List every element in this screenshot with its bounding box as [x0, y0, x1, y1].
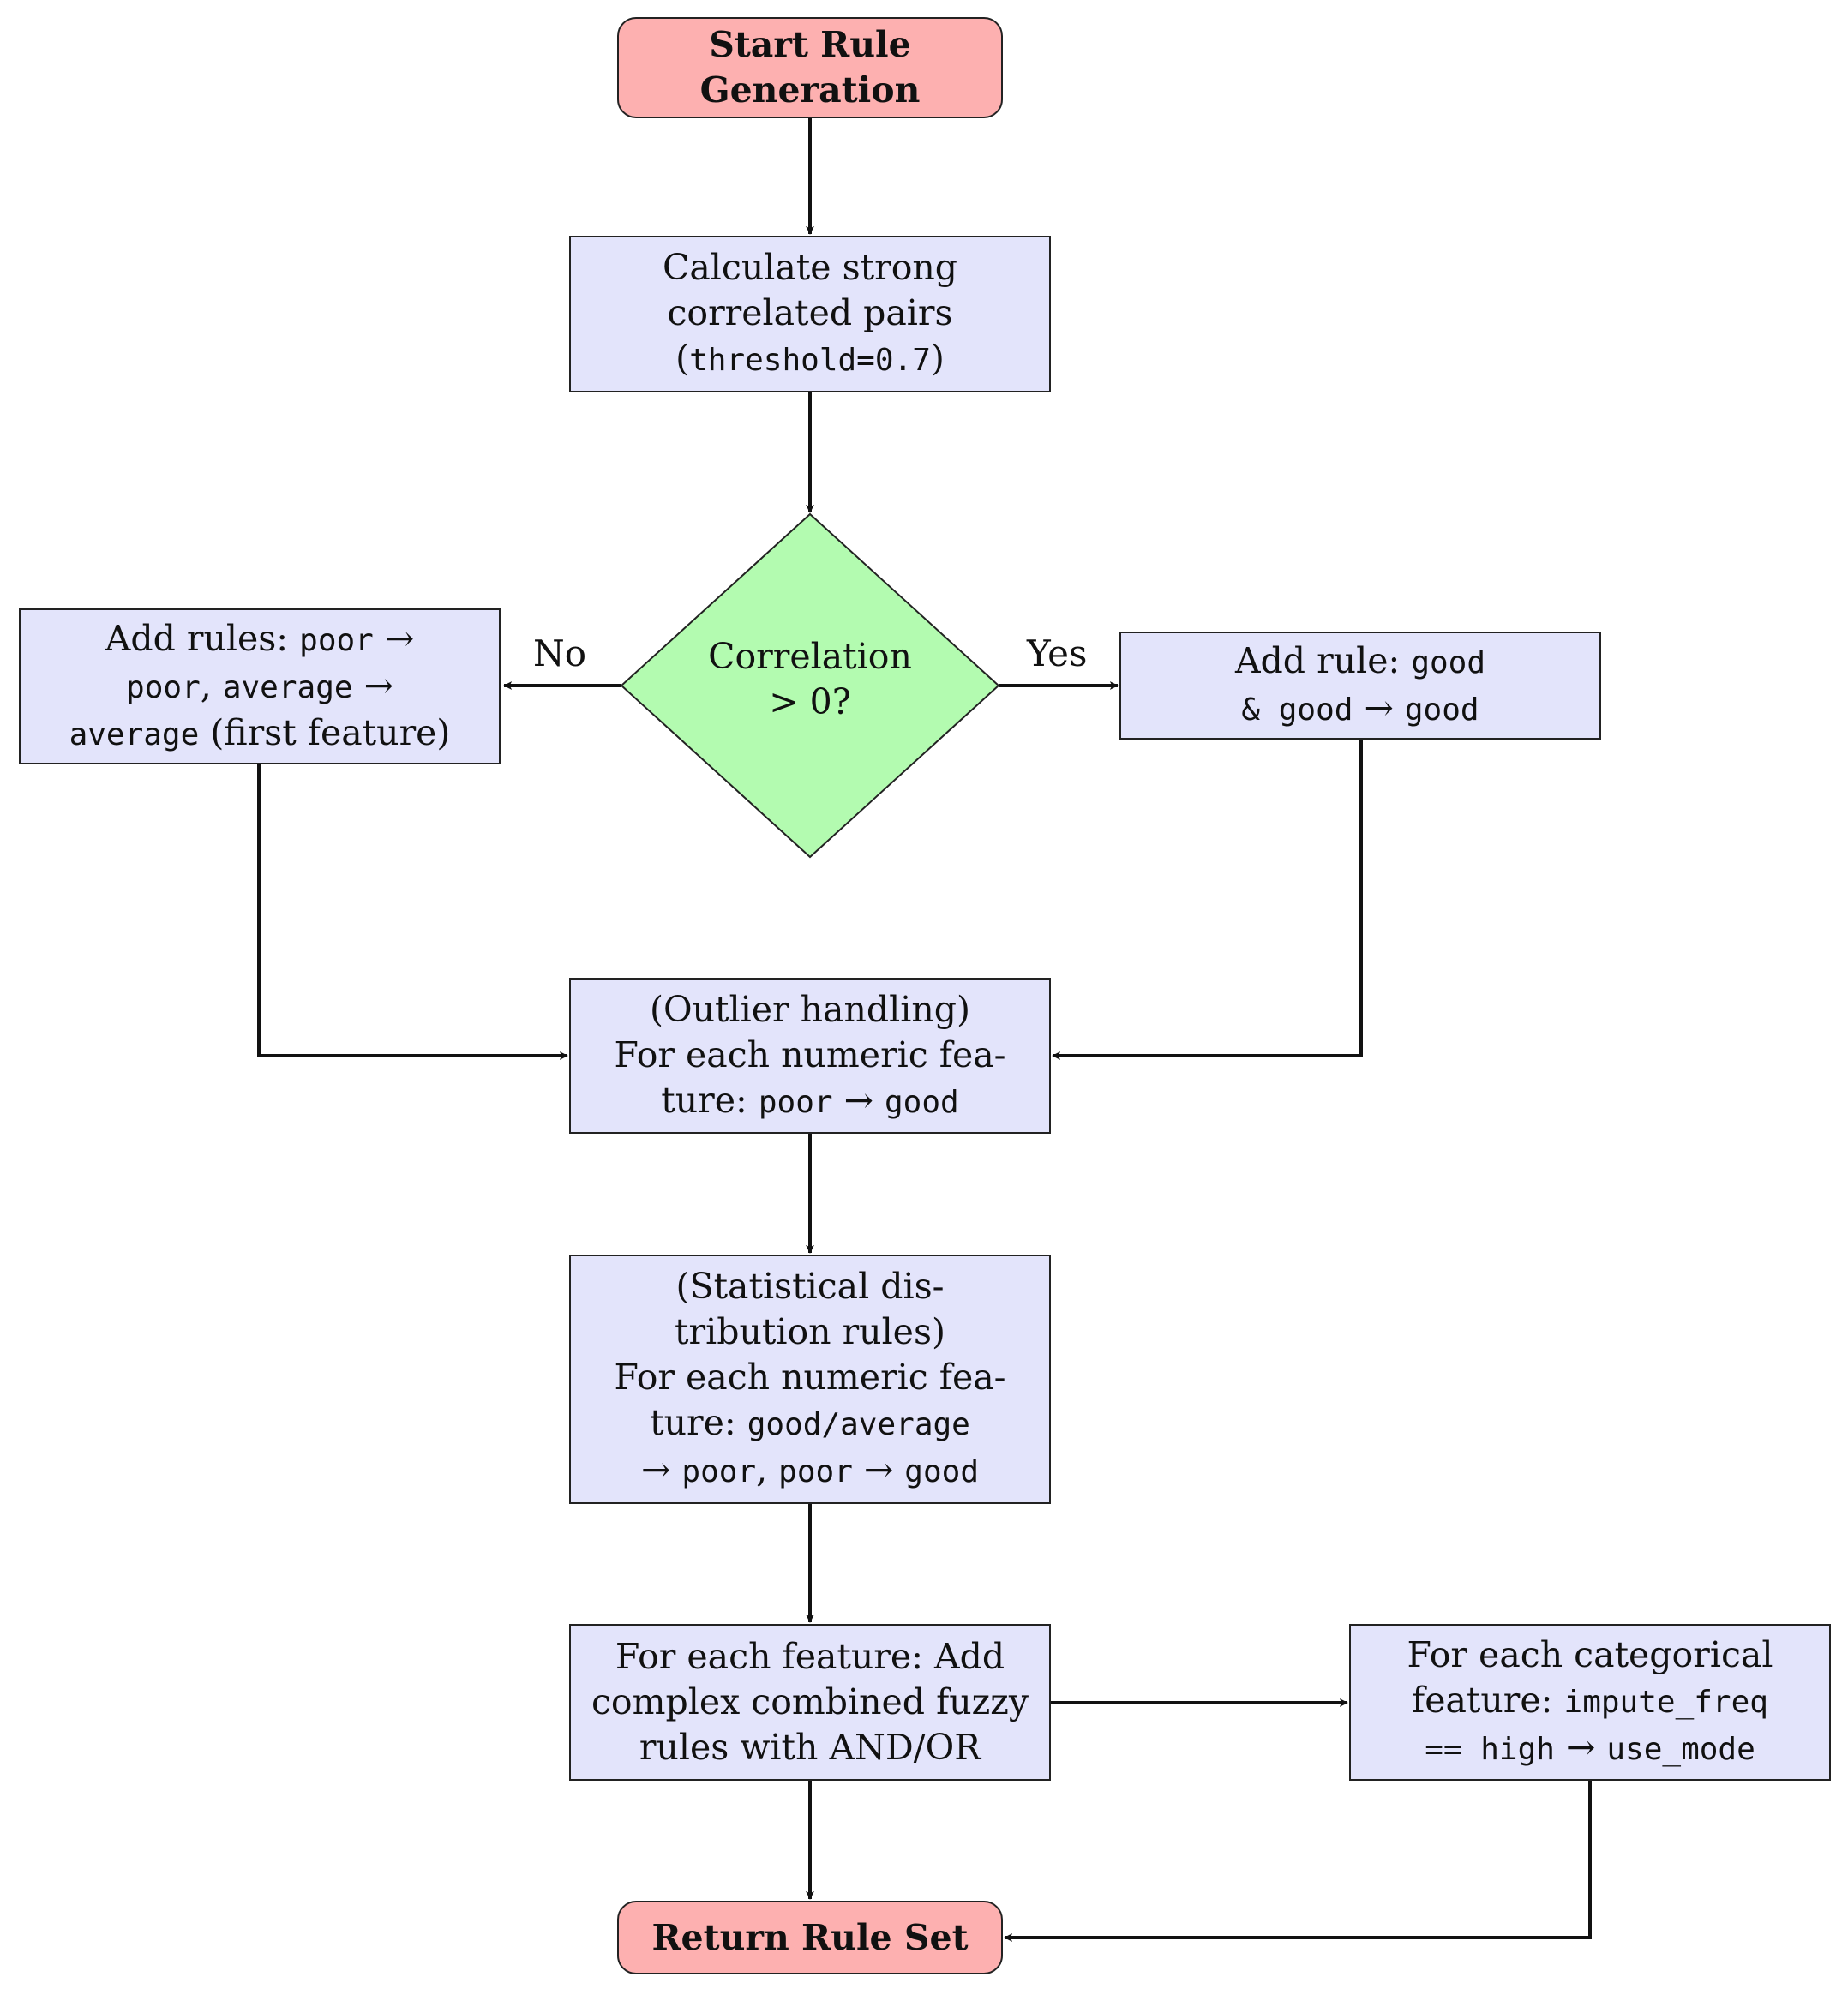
paren-open: (: [675, 338, 690, 379]
outlier-line-3: ture: poor → good: [661, 1079, 959, 1121]
statistical-distribution-node: (Statistical dis- tribution rules) For e…: [569, 1255, 1051, 1504]
fuzzy-line-1: For each feature: Add: [615, 1636, 1005, 1677]
edge-categorical-to-end: [1004, 1781, 1592, 1942]
yes-edge-label: Yes: [1027, 632, 1088, 674]
threshold-code: threshold=0.7: [689, 343, 931, 378]
start-node: Start Rule Generation: [617, 17, 1003, 118]
yes-box-line-1: Add rule: good: [1234, 640, 1486, 681]
no-box-line-2: poor, average →: [126, 664, 393, 706]
stat-line-5: → poor, poor → good: [641, 1449, 979, 1490]
outlier-line-1: (Outlier handling): [650, 988, 970, 1030]
fuzzy-line-3: rules with AND/OR: [639, 1727, 981, 1768]
end-node-label: Return Rule Set: [651, 1916, 969, 1958]
decision-line-2: > 0?: [769, 681, 851, 722]
categorical-line-3: == high → use_mode: [1425, 1727, 1755, 1768]
no-box-line-1: Add rules: poor →: [105, 617, 415, 659]
decision-label: Correlation > 0?: [630, 634, 990, 725]
decision-line-1: Correlation: [708, 636, 912, 677]
no-edge-label: No: [533, 632, 587, 674]
yes-box-line-2: & good → good: [1241, 687, 1479, 728]
no-box-line-3: average (first feature): [69, 711, 451, 753]
stat-line-2: tribution rules): [675, 1311, 945, 1352]
stat-line-4: ture: good/average: [650, 1402, 970, 1443]
outlier-handling-node: (Outlier handling) For each numeric fea-…: [569, 978, 1051, 1134]
calculate-line-2: correlated pairs: [667, 292, 953, 333]
fuzzy-rules-node: For each feature: Add complex combined f…: [569, 1624, 1051, 1781]
calculate-line-1: Calculate strong: [662, 247, 958, 288]
edge-no-box-to-outlier: [257, 763, 568, 1060]
calculate-correlation-node: Calculate strong correlated pairs (thres…: [569, 236, 1051, 392]
stat-line-1: (Statistical dis-: [675, 1266, 945, 1307]
categorical-line-1: For each categorical: [1407, 1634, 1773, 1675]
outlier-line-2: For each numeric fea-: [614, 1033, 1006, 1075]
add-rules-no-node: Add rules: poor → poor, average → averag…: [19, 608, 501, 764]
stat-line-3: For each numeric fea-: [614, 1357, 1006, 1398]
categorical-feature-node: For each categorical feature: impute_fre…: [1349, 1624, 1831, 1781]
start-node-line-2: Generation: [699, 69, 921, 111]
edge-yes-box-to-outlier: [1052, 740, 1363, 1060]
fuzzy-line-2: complex combined fuzzy: [591, 1681, 1029, 1722]
categorical-line-2: feature: impute_freq: [1412, 1680, 1768, 1721]
calculate-line-3: (threshold=0.7): [675, 336, 945, 383]
add-rule-yes-node: Add rule: good & good → good: [1119, 632, 1601, 740]
start-node-line-1: Start Rule: [709, 24, 911, 65]
paren-close: ): [930, 338, 945, 379]
end-node: Return Rule Set: [617, 1901, 1003, 1974]
decision-diamond: [620, 512, 1000, 859]
